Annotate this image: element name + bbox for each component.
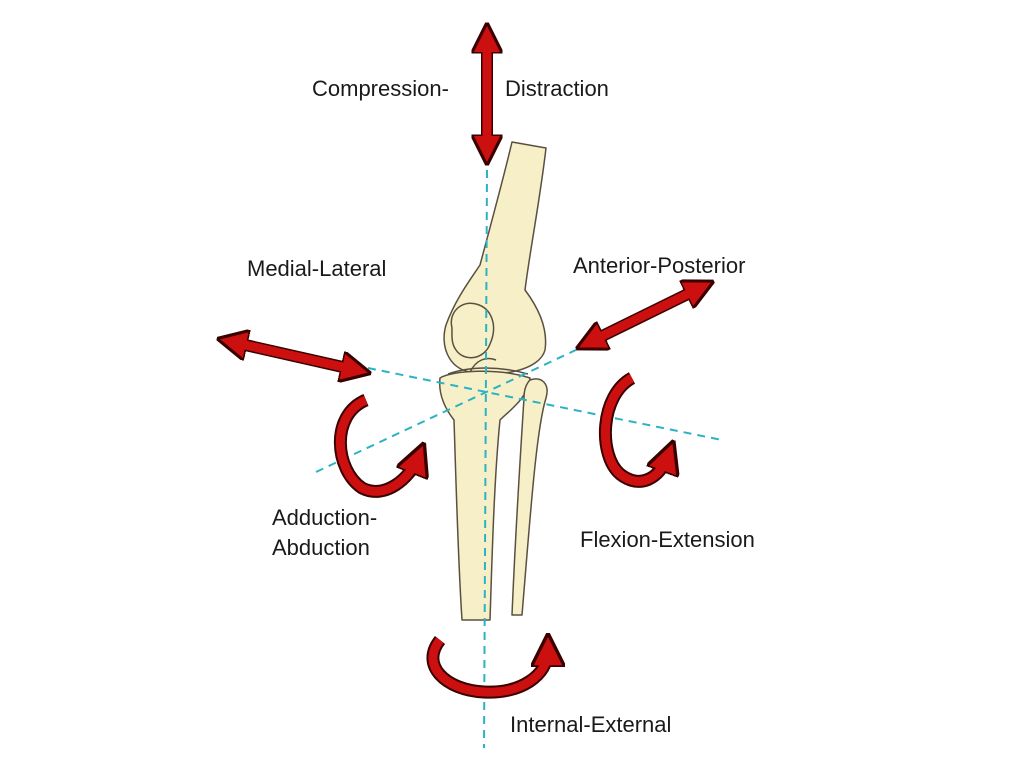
internal-external-rotation-icon — [426, 640, 548, 699]
patella — [450, 302, 495, 359]
label-distraction: Distraction — [505, 76, 609, 101]
adduction-abduction-rotation-icon — [333, 394, 418, 498]
motion-axes — [315, 169, 723, 749]
label-adduction: Adduction- — [272, 505, 378, 530]
medial-lateral-arrow — [232, 342, 356, 370]
label-compression: Compression- — [312, 76, 449, 101]
label-flexion-extension: Flexion-Extension — [580, 527, 755, 552]
label-internal-external: Internal-External — [510, 712, 672, 737]
translation-arrows — [232, 38, 700, 370]
medial-lateral-axis — [367, 367, 723, 441]
vertical-axis — [483, 169, 488, 749]
knee-bones — [438, 141, 548, 621]
anterior-posterior-arrow — [590, 288, 700, 342]
fibula — [511, 378, 548, 616]
rotation-arrows — [333, 372, 668, 699]
anterior-posterior-axis — [315, 348, 579, 473]
label-anterior-posterior: Anterior-Posterior — [573, 253, 746, 278]
flexion-extension-rotation-icon — [598, 372, 668, 488]
label-medial-lateral: Medial-Lateral — [247, 256, 387, 281]
label-abduction: Abduction — [272, 535, 370, 560]
